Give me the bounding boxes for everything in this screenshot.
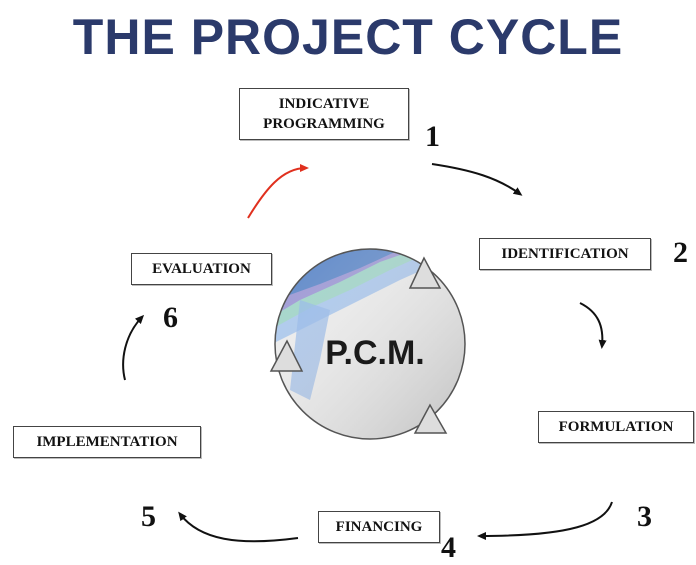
arrow-4-to-5 [178, 511, 299, 543]
step-number-3: 3 [637, 500, 652, 533]
stage-formulation: FORMULATION [538, 411, 694, 443]
arrow-1-to-2 [431, 163, 523, 196]
stage-financing: FINANCING [318, 511, 440, 543]
stage-label: INDICATIVE PROGRAMMING [263, 96, 385, 132]
arrow-6-to-1 [247, 164, 309, 219]
stage-implementation: IMPLEMENTATION [13, 426, 201, 458]
arrow-3-to-4 [477, 501, 613, 540]
stage-label: IMPLEMENTATION [36, 434, 178, 450]
page-title: THE PROJECT CYCLE [72, 9, 624, 65]
step-number-6: 6 [163, 301, 178, 334]
stage-label: EVALUATION [152, 261, 251, 277]
triangle-marker [408, 256, 442, 289]
stage-indicative-programming: INDICATIVE PROGRAMMING [239, 88, 409, 140]
arrow-2-to-3 [579, 302, 607, 349]
triangle-marker [413, 403, 448, 434]
center-label: P.C.M. [325, 334, 425, 372]
arrow-5-to-6 [122, 314, 145, 381]
stage-label: IDENTIFICATION [501, 246, 629, 262]
triangle-marker [269, 339, 304, 372]
stage-label: FINANCING [335, 519, 423, 535]
step-number-4: 4 [441, 531, 456, 564]
step-number-2: 2 [673, 236, 688, 269]
stage-identification: IDENTIFICATION [479, 238, 651, 270]
stage-label: FORMULATION [558, 419, 674, 435]
stage-evaluation: EVALUATION [131, 253, 272, 285]
step-number-5: 5 [141, 500, 156, 533]
step-number-1: 1 [425, 120, 440, 153]
